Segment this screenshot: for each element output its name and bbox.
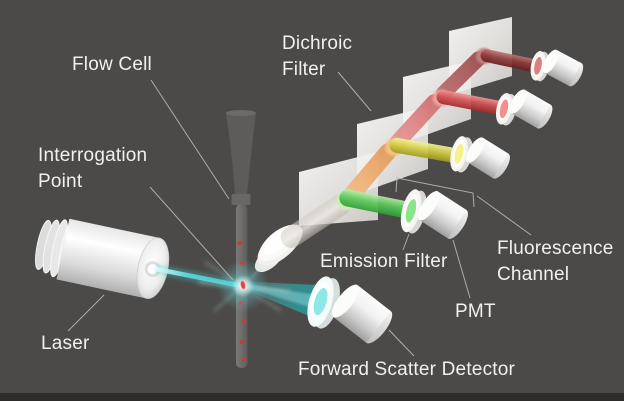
leader-forward-scatter	[388, 329, 415, 357]
emission-filter-yellow	[450, 136, 473, 173]
transmitted-beam-darkred	[436, 51, 486, 101]
label-interrogation-point: Interrogation Point	[38, 145, 148, 192]
flow-cell-collar	[231, 194, 251, 205]
transmitted-beam-pink	[389, 94, 443, 150]
flow-cell-funnel-rim	[226, 110, 256, 116]
label-forward-scatter-detector: Forward Scatter Detector	[298, 359, 516, 380]
fluorescence-beam-darkred	[480, 49, 544, 73]
bottom-letterbox-bar	[0, 393, 624, 401]
flow-cell-funnel	[226, 113, 256, 195]
leader-interrogation-point	[149, 186, 234, 281]
emission-filter-green	[400, 189, 427, 234]
label-fluorescence-channel: Fluorescence Channel	[497, 238, 614, 285]
label-flow-cell: Flow Cell	[72, 54, 152, 75]
leader-dichroic-filter	[337, 71, 372, 112]
fluorescence-channel-bracket	[395, 177, 475, 208]
forward-scatter-detector-cylinder	[331, 284, 393, 344]
label-dichroic-filter: Dichroic Filter	[282, 33, 353, 80]
leader-pmt	[452, 239, 471, 299]
collected-light-beam	[280, 194, 352, 248]
fluorescence-beams	[337, 48, 544, 223]
flow-cell	[226, 110, 256, 368]
pmt-green	[417, 191, 469, 239]
leader-laser	[67, 294, 105, 332]
pmt-yellow	[466, 137, 510, 179]
leader-lines	[67, 71, 532, 357]
laser-body	[56, 218, 160, 299]
leader-emission-filter	[402, 233, 410, 251]
laser-aperture	[147, 264, 158, 275]
laser-assembly	[35, 218, 170, 299]
interrogated-cell	[240, 280, 246, 290]
pmt-red	[509, 89, 553, 129]
interrogation-glow	[197, 258, 291, 312]
leader-fluorescence-channel	[476, 195, 532, 236]
label-laser: Laser	[41, 333, 90, 354]
fluorescence-beam-red	[436, 90, 512, 116]
pmt-darkred	[542, 49, 584, 87]
label-pmt: PMT	[455, 301, 496, 322]
fluorescence-beam-yellow	[389, 137, 469, 165]
label-emission-filter: Emission Filter	[320, 251, 448, 272]
transmitted-beam-orange	[343, 143, 397, 203]
leader-flow-cell	[150, 79, 230, 200]
